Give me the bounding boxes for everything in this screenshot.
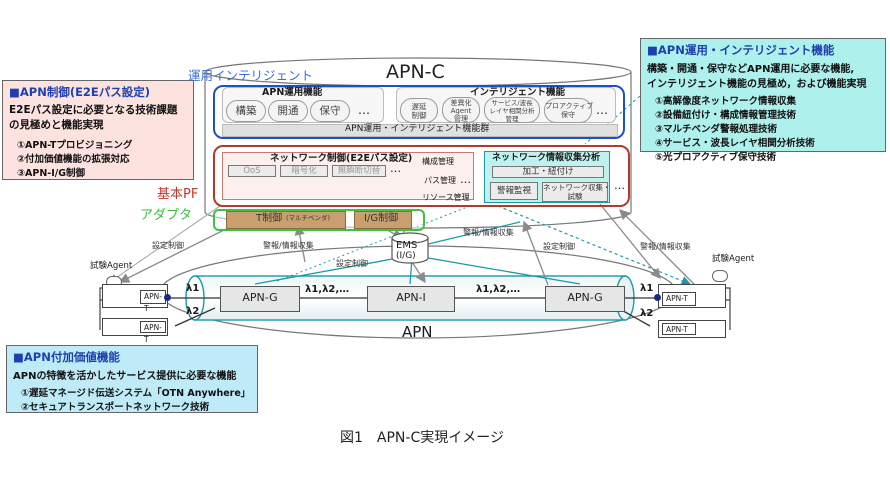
- callout-apn-control-item: ①APN-Tプロビジョニング: [17, 140, 133, 151]
- lambda1-left: λ1: [186, 283, 200, 294]
- t-control-sub: (マルチベンダ): [286, 214, 331, 222]
- ops-intel-box: [213, 85, 625, 139]
- db-ellipsis: …: [460, 173, 471, 186]
- apn-t-left-dot: [164, 294, 171, 301]
- apn-c-title: APN-C: [386, 61, 445, 83]
- test-agent-right-label: 試験Agent: [712, 254, 755, 264]
- t-control-box: [226, 211, 346, 229]
- apn-ops-ellipsis: …: [358, 103, 370, 117]
- ops-intel-group-label: APN運用・インテリジェント機能群: [345, 124, 490, 134]
- callout-apn-ops-intel-item: ③マルチベンダ警報処理技術: [655, 124, 778, 135]
- ops-intel-label: 運用インテリジェント: [188, 68, 314, 83]
- netinfo-collect: ネットワーク収集・ 試験: [542, 182, 611, 202]
- link-label-setting: 設定制御: [336, 259, 368, 268]
- callout-apn-ops-intel-item: ②設備紐付け・構成情報管理技術: [655, 110, 797, 121]
- link-label-alarm: 警報/情報収集: [640, 242, 691, 251]
- netinfo-ellipsis: …: [614, 179, 625, 192]
- apn-t-left2-port: APN-T: [140, 321, 166, 344]
- callout-apn-ops-intel: ■APN運用・インテリジェント機能 構築・開通・保守などAPN運用に必要な機能,…: [640, 38, 886, 163]
- intel-header: インテリジェント機能: [470, 87, 566, 98]
- test-agent-left-label: 試験Agent: [90, 261, 133, 271]
- apn-t-left-port: APN-T: [140, 290, 166, 313]
- callout-apn-control: ■APN制御(E2Eパス設定) E2Eパス設定に必要となる技術課題 の見極めと機…: [2, 80, 194, 180]
- netctrl-item-hitless: 無瞬断切替: [332, 165, 386, 177]
- apn-ops-header: APN運用機能: [262, 87, 323, 98]
- pill-layer-analysis: サービス/波長 レイヤ相関分析 管理: [484, 97, 540, 123]
- callout-apn-control-item: ②付加価値機能の拡張対応: [17, 154, 130, 165]
- base-pf-box: [213, 145, 630, 207]
- adapter-label: アダプタ: [140, 208, 193, 223]
- callout-apn-control-item: ③APN-I/G制御: [17, 168, 86, 179]
- apn-t-right2-port: APN-T: [662, 323, 696, 335]
- lambda-multi-left: λ1,λ2,…: [305, 284, 350, 295]
- ig-control-label: I/G制御: [364, 213, 399, 224]
- pill-build: 構築: [226, 100, 266, 122]
- link-label-alarm: 警報/情報収集: [463, 228, 514, 237]
- callout-apn-ops-intel-desc2: インテリジェント機能の見極め，および機能実現: [647, 79, 867, 90]
- base-pf-label: 基本PF: [157, 187, 199, 202]
- netctrl-header: ネットワーク制御(E2Eパス設定): [270, 153, 413, 164]
- netctrl-item-qos: OoS: [228, 165, 276, 177]
- apn-i-node: APN-I: [367, 286, 455, 312]
- netinfo-alarm: 警報監視: [490, 182, 538, 200]
- ems-links: [254, 221, 581, 285]
- ops-intel-group-bar: [222, 124, 618, 137]
- callout-apn-control-desc1: E2Eパス設定に必要となる技術課題: [9, 104, 178, 116]
- db-path: パス管理: [424, 176, 456, 185]
- apn-g-right-node: APN-G: [545, 286, 625, 312]
- callout-apn-ops-intel-desc1: 構築・開通・保守などAPN運用に必要な機能,: [647, 64, 855, 75]
- test-agent-right-icon: [712, 270, 728, 282]
- ems-sub: (I/G): [396, 251, 416, 261]
- ems-label: EMS: [396, 240, 418, 251]
- callout-apn-ops-intel-item: ①高解像度ネットワーク情報収集: [655, 96, 797, 107]
- callout-apn-value-added: ■APN付加価値機能 APNの特徴を活かしたサービス提供に必要な機能 ①遅延マネ…: [6, 345, 258, 413]
- db-config: 構成管理: [422, 157, 454, 166]
- figure-caption: 図1 APN-C実現イメージ: [340, 430, 504, 446]
- pill-delay-control: 遅延 制御: [400, 98, 438, 123]
- ems-cylinder: [391, 232, 429, 264]
- dotted-link-right: [497, 205, 692, 286]
- alarm-collect-arrows: [294, 209, 696, 286]
- lambda2-right: λ2: [640, 308, 654, 319]
- callout-apn-value-added-item: ①遅延マネージド伝送システム「OTN Anywhere」: [21, 388, 251, 399]
- link-label-setting: 設定制御: [543, 242, 575, 251]
- t-control-label: T制御: [256, 213, 283, 224]
- callout-apn-control-title: ■APN制御(E2Eパス設定): [9, 85, 151, 99]
- db-resource: リソース管理: [422, 193, 470, 202]
- callout-apn-value-added-desc: APNの特徴を活かしたサービス提供に必要な機能: [13, 371, 237, 382]
- lambda-multi-right: λ1,λ2,…: [476, 284, 521, 295]
- callout-apn-ops-intel-item: ⑤光プロアクティブ保守技術: [655, 152, 776, 163]
- callout-apn-value-added-title: ■APN付加価値機能: [13, 350, 120, 364]
- pill-proactive: プロアクティブ 保守: [544, 98, 593, 123]
- netctrl-item-encrypt: 暗号化: [280, 165, 328, 177]
- netinfo-processing: 加工・紐付け: [492, 166, 604, 178]
- apn-label: APN: [402, 323, 433, 341]
- callout-apn-ops-intel-item: ④サービス・波長レイヤ相関分析技術: [655, 138, 815, 149]
- netinfo-header: ネットワーク情報収集分析: [492, 153, 601, 163]
- lambda1-right: λ1: [640, 283, 654, 294]
- callout-apn-ops-intel-title: ■APN運用・インテリジェント機能: [647, 43, 835, 57]
- pill-agent-mgmt: 差異化 Agent 管理: [442, 97, 480, 123]
- apn-t-right-port: APN-T: [662, 292, 696, 306]
- link-label-setting: 設定制御: [152, 241, 184, 250]
- callout-apn-control-desc2: の見極めと機能実現: [9, 119, 104, 131]
- lambda2-left: λ2: [186, 306, 200, 317]
- netctrl-ellipsis: …: [390, 162, 401, 175]
- setting-control-arrows: [118, 203, 661, 284]
- callout-apn-value-added-item: ②セキュアトランスポートネットワーク技術: [21, 402, 210, 413]
- apn-t-right-dot: [654, 294, 661, 301]
- pill-maintain: 保守: [310, 100, 350, 122]
- intel-ellipsis: …: [596, 103, 608, 117]
- pill-open: 開通: [268, 100, 308, 122]
- link-label-alarm: 警報/情報収集: [263, 241, 314, 250]
- apn-g-left-node: APN-G: [220, 286, 300, 312]
- ig-control-box: [354, 211, 412, 229]
